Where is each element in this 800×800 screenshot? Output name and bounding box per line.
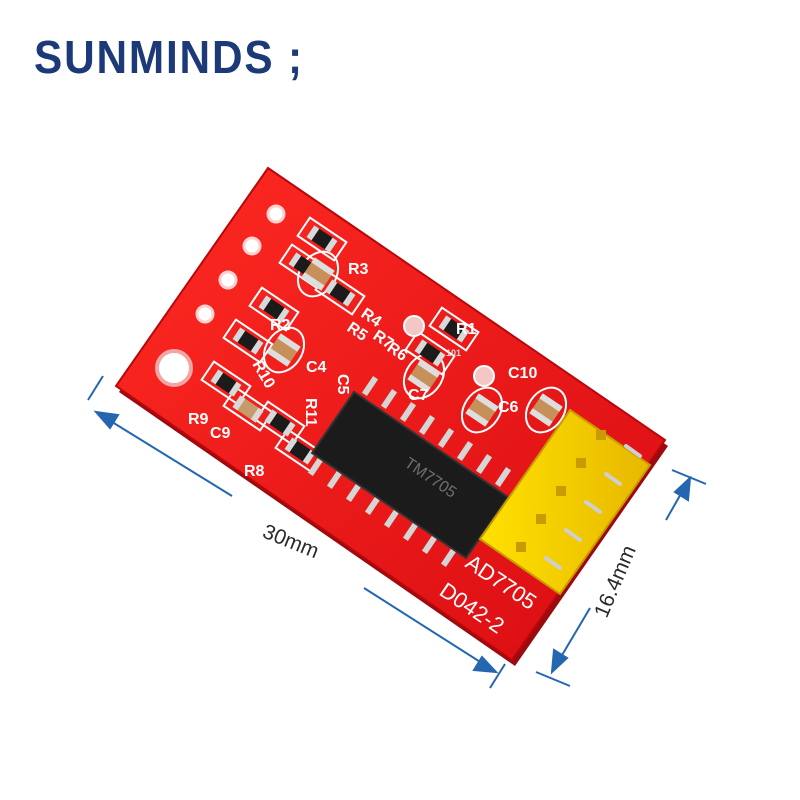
label-r11: R11 bbox=[302, 398, 319, 427]
pin-header bbox=[478, 408, 652, 596]
label-c9: C9 bbox=[210, 425, 231, 442]
brand-name: SUNMINDS bbox=[34, 31, 275, 83]
label-r9: R9 bbox=[188, 411, 209, 428]
label-c5: C5 bbox=[334, 374, 351, 395]
label-c4: C4 bbox=[306, 359, 327, 376]
brand-logo: SUNMINDS ; bbox=[34, 31, 304, 83]
height-dimension bbox=[535, 469, 707, 687]
label-c7: C7 bbox=[408, 387, 429, 404]
label-r8: R8 bbox=[244, 463, 265, 480]
label-r3: R3 bbox=[348, 261, 369, 278]
label-r2: R2 bbox=[270, 317, 291, 334]
width-dimension bbox=[87, 375, 506, 689]
smd-marking: 101 bbox=[446, 348, 461, 358]
pin-pads bbox=[195, 204, 286, 324]
label-c10: C10 bbox=[508, 365, 537, 382]
label-c6: C6 bbox=[498, 399, 519, 416]
mounting-hole bbox=[155, 349, 193, 387]
label-r1: R1 bbox=[456, 321, 477, 338]
ic-chip bbox=[307, 376, 512, 567]
